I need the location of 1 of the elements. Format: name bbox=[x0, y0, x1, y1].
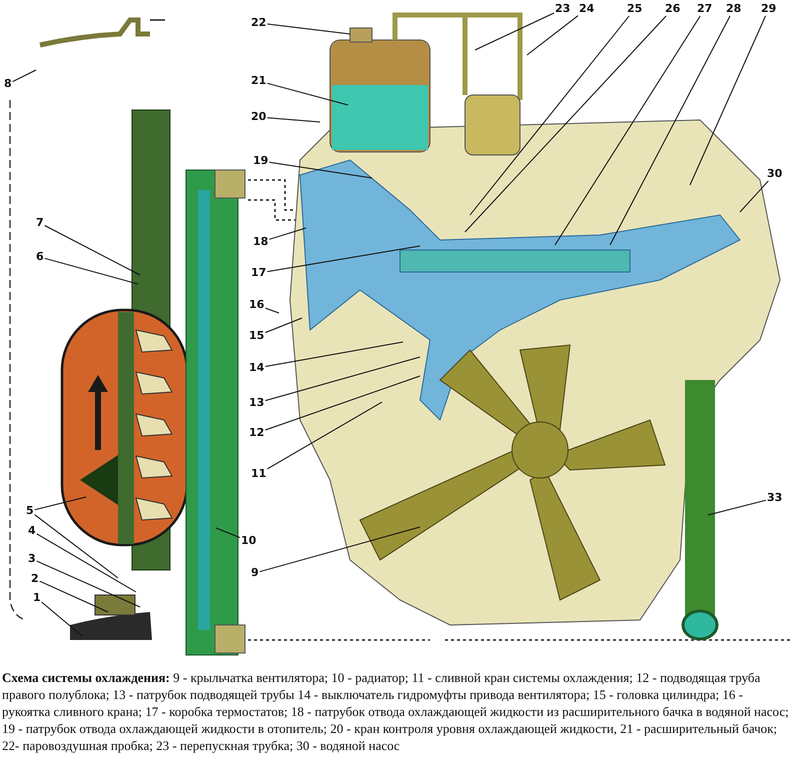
caption-text: Схема системы охлаждения: 9 - крыльчатка вентилятора; 10 - радиатор; 11 - сливной кран системы охлаждения; 12 - подводящая труба правого полублока; 13 - патрубок подводящей трубы 14 - выключатель гидромуфты привода вентилятора; 15 - головка цилиндра; 16 - рукоятка сливного крана; 17 - коробка термостатов; 18 - патрубок отвода охлаждающей жидкости из расширительного бачка в водяной насос; 19 - патрубок отвода охлаждающей жидкости в отопитель; 20 - кран контроля уровня охлаждающей жидкости, 21 - расширительный бачок; 22- паровоздушная пробка; 23 - перепускная трубка; 30 - водяной насос bbox=[2, 669, 790, 754]
